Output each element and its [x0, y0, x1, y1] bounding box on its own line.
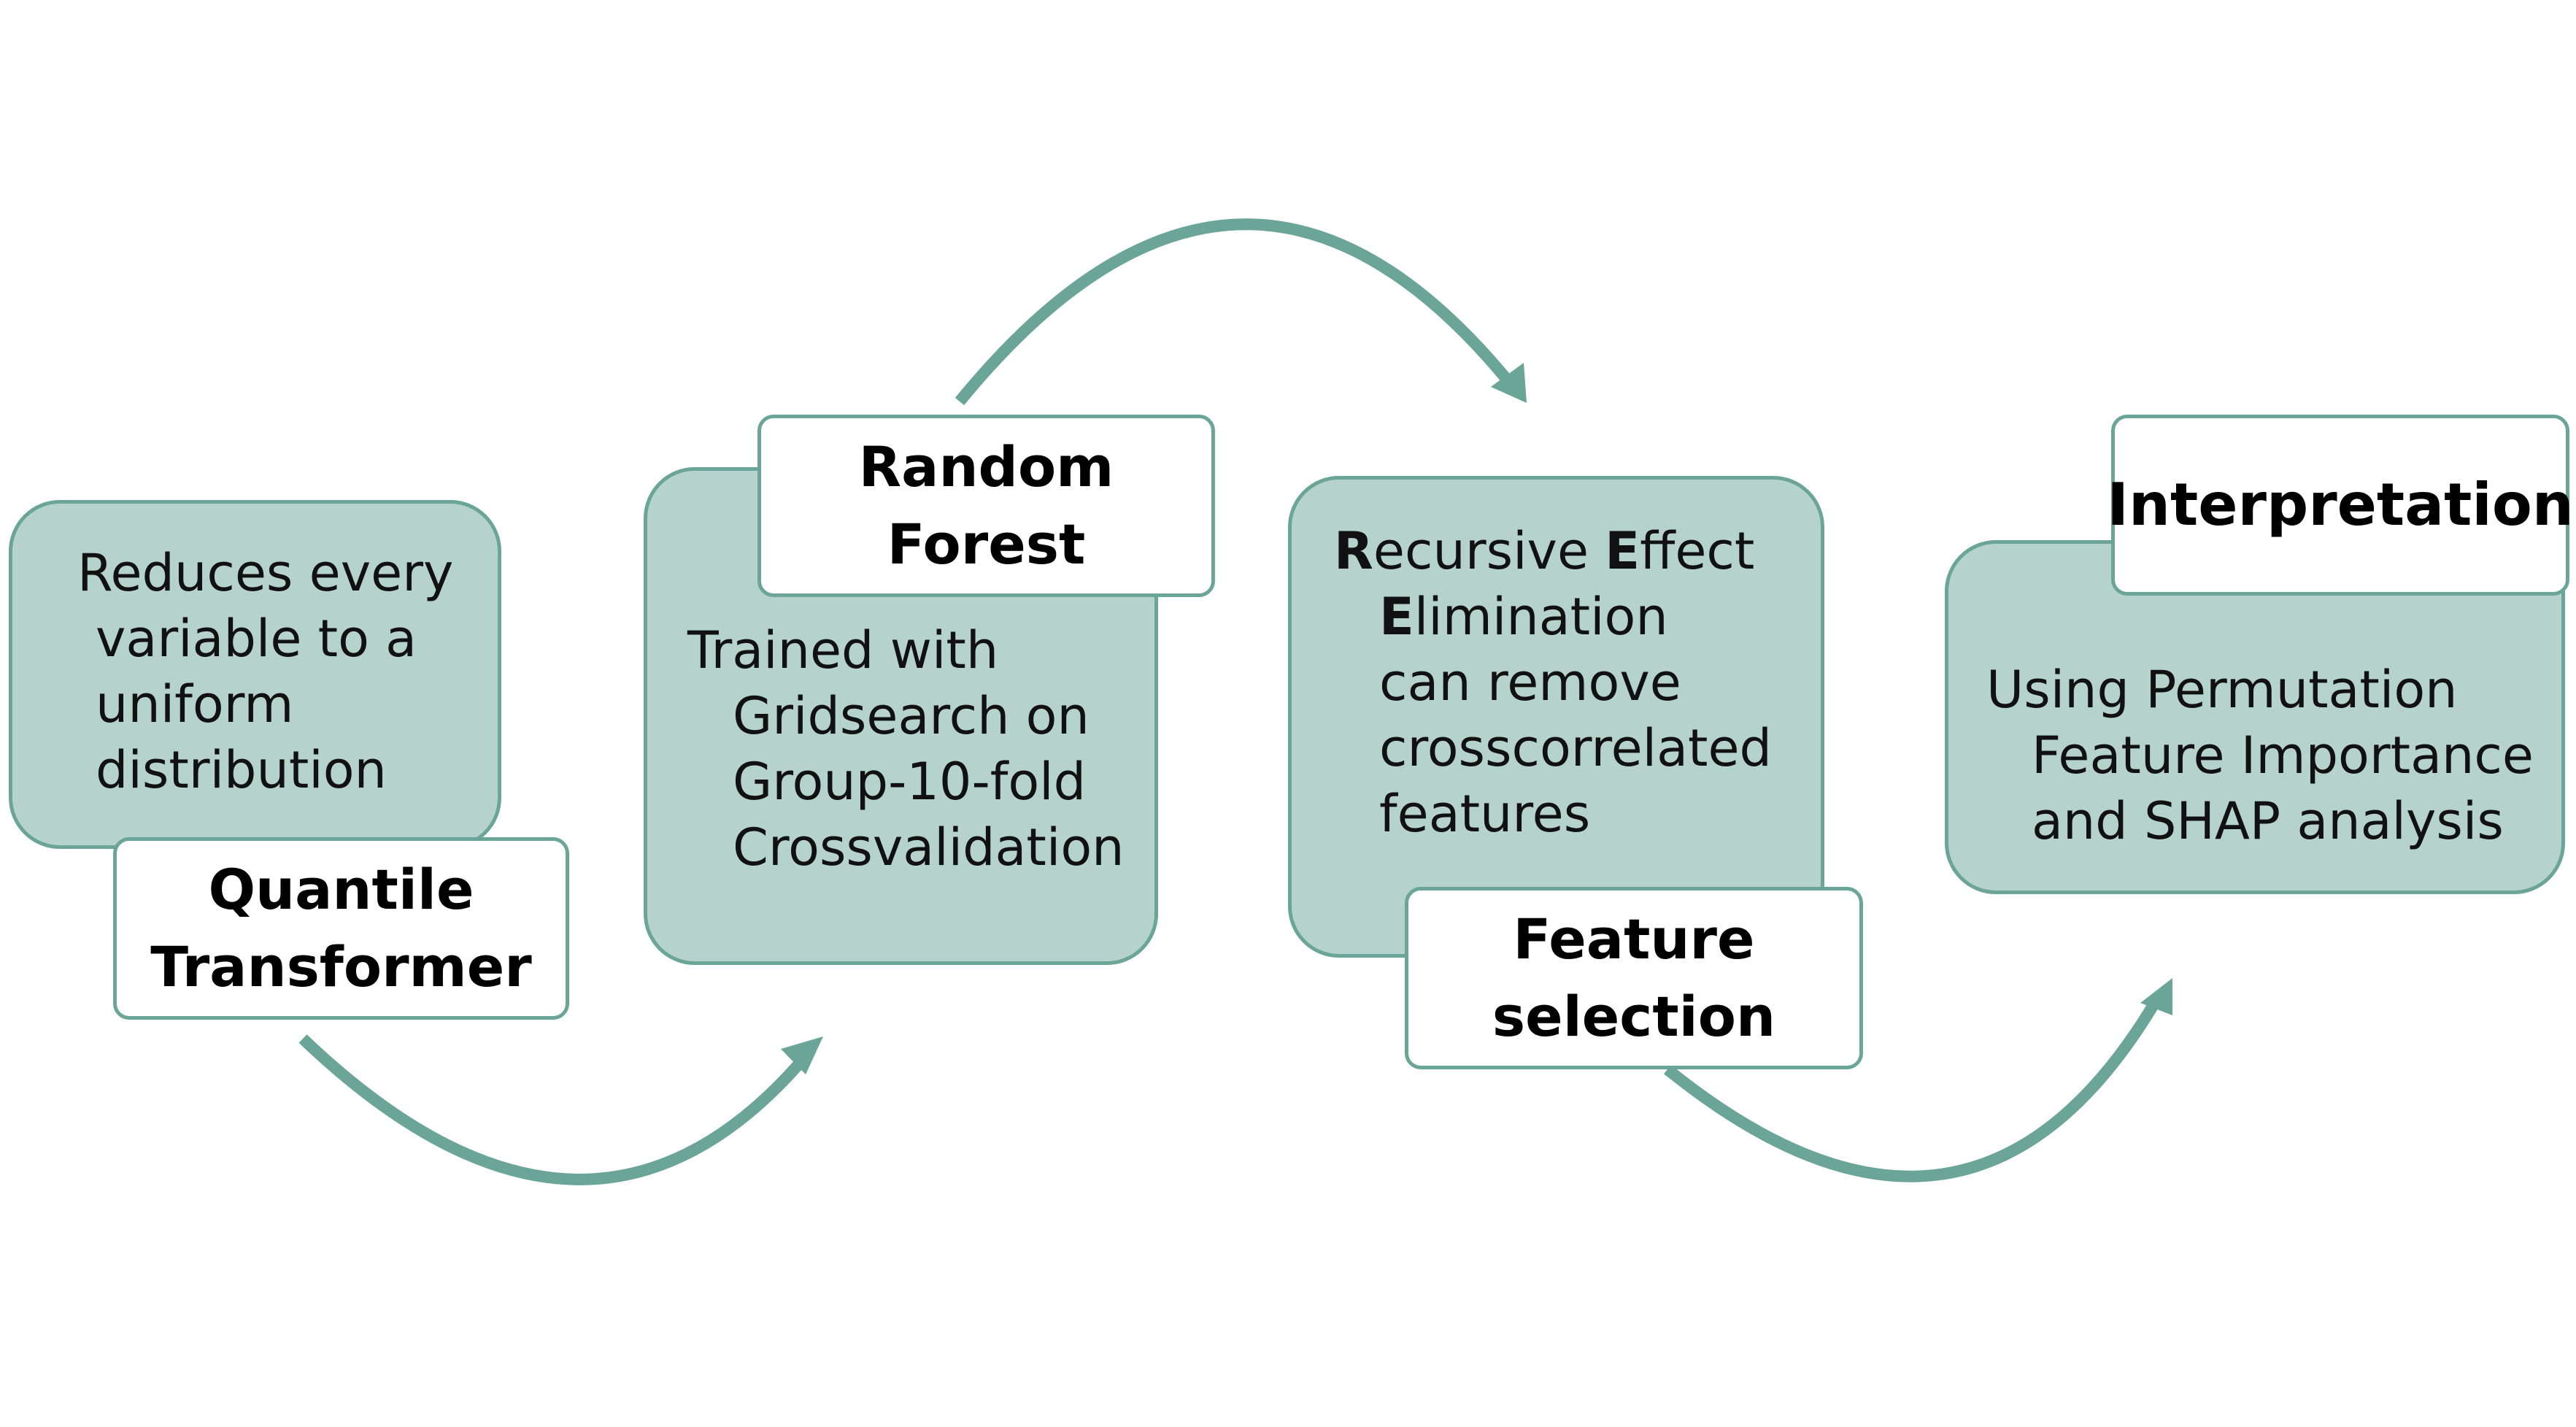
- title-line: Quantile: [208, 857, 474, 922]
- step-1-title: Quantile Transformer: [150, 851, 532, 1006]
- bold-initial: R: [1334, 521, 1373, 581]
- arrow-3: [1663, 978, 2172, 1182]
- step-2-title: Random Forest: [859, 428, 1114, 583]
- bold-initial: E: [1379, 587, 1414, 647]
- desc-line: variable to a: [96, 609, 417, 669]
- desc-line: distribution: [96, 740, 387, 800]
- desc-line: features: [1379, 784, 1591, 844]
- arrow-2: [955, 218, 1527, 406]
- step-3-title: Feature selection: [1492, 901, 1775, 1055]
- desc-line: uniform: [96, 674, 294, 734]
- step-4-title: Interpretation: [2107, 466, 2573, 544]
- step-3-description: Recursive Effect Elimination can remove …: [1334, 518, 1772, 847]
- step-1-title-box: Quantile Transformer: [113, 837, 569, 1020]
- desc-fragment: ecursive: [1373, 521, 1605, 581]
- desc-line: Crossvalidation: [733, 818, 1125, 877]
- title-line: Interpretation: [2107, 471, 2574, 539]
- desc-line: and SHAP analysis: [2032, 791, 2504, 851]
- title-line: Forest: [887, 512, 1086, 577]
- step-4-title-box: Interpretation: [2107, 415, 2574, 596]
- step-4-description-box: [1945, 540, 2565, 894]
- desc-line: Recursive Effect: [1334, 518, 1772, 584]
- desc-line: Gridsearch on: [733, 686, 1090, 746]
- step-3-description-box: [1288, 476, 1824, 958]
- desc-fragment: limination: [1414, 587, 1668, 647]
- desc-line: Reduces every: [77, 543, 454, 603]
- step-2-title-box: Random Forest: [757, 415, 1215, 597]
- desc-fragment: ffect: [1640, 521, 1755, 581]
- step-3-title-box: Feature selection: [1405, 887, 1863, 1069]
- title-line: selection: [1492, 984, 1776, 1049]
- desc-line: Feature Importance: [2032, 726, 2534, 785]
- step-2-description: Trained with Gridsearch on Group-10-fold…: [687, 618, 1125, 880]
- desc-line: Group-10-fold: [733, 752, 1087, 812]
- desc-line: Trained with: [687, 620, 999, 680]
- step-1-description: Reduces every variable to a uniform dist…: [77, 540, 453, 803]
- desc-line: Using Permutation: [1986, 660, 2458, 720]
- desc-line: Elimination: [1334, 584, 1772, 650]
- title-line: Transformer: [150, 934, 532, 999]
- bold-initial: E: [1605, 521, 1640, 581]
- desc-line: crosscorrelated: [1379, 718, 1772, 778]
- desc-line: can remove: [1379, 653, 1681, 712]
- title-line: Random: [858, 434, 1114, 499]
- title-line: Feature: [1513, 907, 1755, 972]
- step-4-description: Using Permutation Feature Importance and…: [1986, 657, 2534, 854]
- arrow-1: [298, 1034, 823, 1185]
